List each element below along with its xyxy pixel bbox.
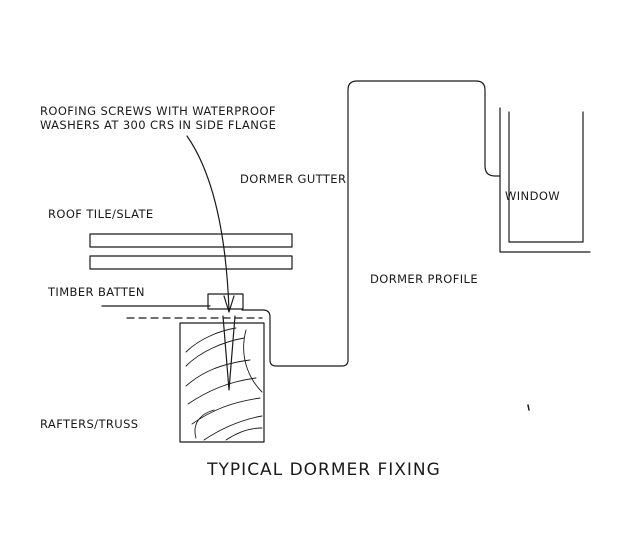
- screws-note-line-1: ROOFING SCREWS WITH WATERPROOF: [40, 104, 276, 118]
- batten-block: [207, 293, 244, 310]
- roof-tile-label: ROOF TILE/SLATE: [48, 207, 154, 221]
- wood-grain: [185, 327, 263, 441]
- dormer-profile-line: [241, 80, 501, 367]
- diagram-title: TYPICAL DORMER FIXING: [207, 460, 441, 480]
- timber-batten-label: TIMBER BATTEN: [48, 285, 145, 299]
- window-label: WINDOW: [505, 189, 561, 203]
- window-frame: [499, 107, 591, 253]
- arrow-head: [223, 295, 235, 313]
- roof-tile-upper: [89, 233, 293, 248]
- speck-mark: [527, 404, 530, 411]
- roof-tile-lower: [89, 255, 293, 270]
- screws-note: ROOFING SCREWS WITH WATERPROOF WASHERS A…: [40, 104, 276, 132]
- screws-note-line-2: WASHERS AT 300 CRS IN SIDE FLANGE: [40, 118, 277, 132]
- rafters-label: RAFTERS/TRUSS: [40, 417, 139, 431]
- dormer-profile-label: DORMER PROFILE: [370, 272, 478, 286]
- rafter-timber: [179, 322, 265, 443]
- screw-shank: [222, 315, 236, 391]
- dormer-gutter-label: DORMER GUTTER: [240, 172, 347, 186]
- screw-leader-arrow: [186, 135, 230, 311]
